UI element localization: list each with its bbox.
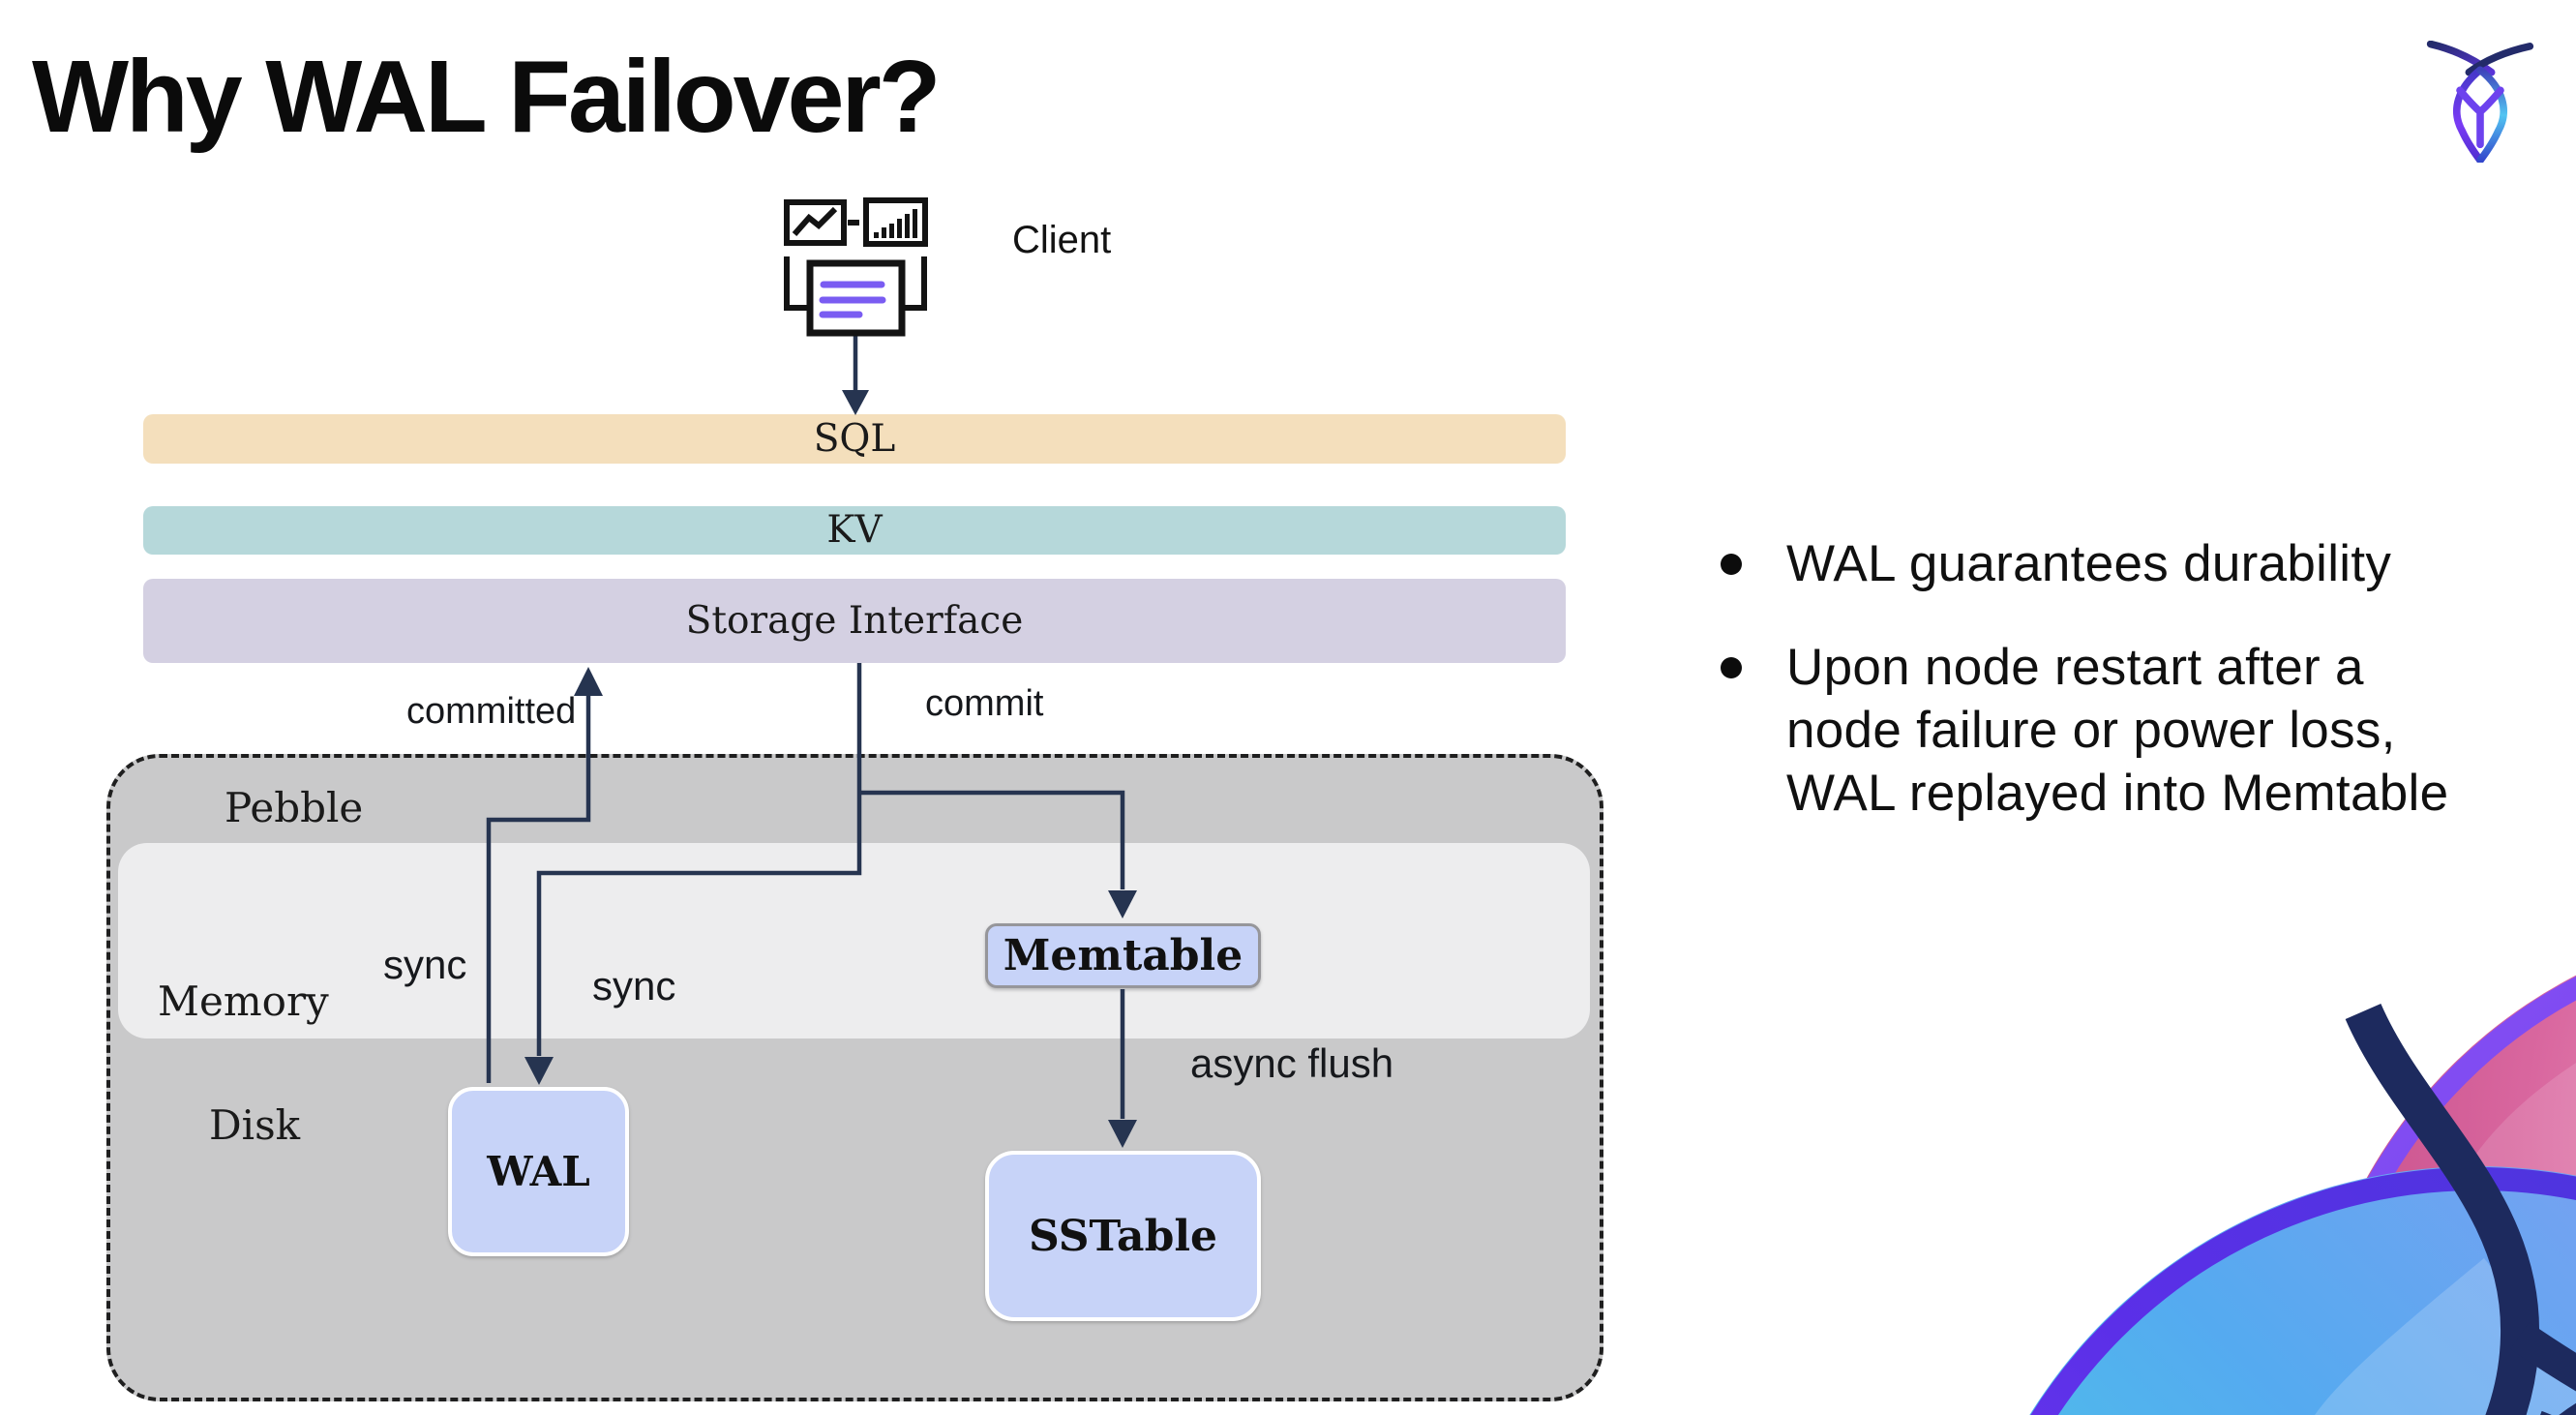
bullet-text: Upon node restart after a node failure o… <box>1786 639 2449 822</box>
bullet-text: WAL guarantees durability <box>1786 535 2392 592</box>
list-item: Upon node restart after a node failure o… <box>1721 636 2543 825</box>
roach-silhouette <box>2345 1003 2576 1415</box>
wal-node: WAL <box>448 1087 629 1256</box>
edge-label-committed: committed <box>406 691 577 732</box>
document-text-lines <box>819 281 886 318</box>
page-title: Why WAL Failover? <box>32 40 941 154</box>
bullet-list: WAL guarantees durability Upon node rest… <box>1721 532 2543 865</box>
edge-label-commit: commit <box>925 683 1044 724</box>
line-chart-icon <box>784 199 847 246</box>
bracket-left-icon <box>784 256 815 311</box>
disk-label: Disk <box>209 1101 301 1149</box>
cockroachdb-logo <box>2426 41 2534 163</box>
logo-antenna-left <box>2426 41 2496 76</box>
client-label: Client <box>1012 219 1112 261</box>
memory-band <box>118 843 1590 1039</box>
document-icon <box>806 259 906 337</box>
logo-vein <box>2456 86 2504 149</box>
logo-antenna-right <box>2465 43 2534 76</box>
bullet-dot-icon <box>1721 657 1742 678</box>
logo-body-right <box>2476 66 2507 163</box>
list-item: WAL guarantees durability <box>1721 532 2543 595</box>
bar-chart-icon <box>863 197 928 247</box>
pebble-label: Pebble <box>225 784 364 831</box>
arrowhead-up-storage <box>574 667 603 696</box>
edge-label-sync-left: sync <box>383 942 467 987</box>
memory-label: Memory <box>158 978 329 1025</box>
decorative-brand-art <box>2029 975 2576 1415</box>
memtable-node: Memtable <box>985 923 1261 988</box>
bullet-dot-icon <box>1721 554 1742 575</box>
edge-label-sync-right: sync <box>592 963 676 1009</box>
logo-body-left <box>2453 66 2484 163</box>
bracket-right-icon <box>896 256 927 311</box>
sstable-node: SSTable <box>985 1151 1261 1321</box>
kv-layer-bar: KV <box>143 506 1566 555</box>
arrowhead-down-sql <box>842 390 869 415</box>
storage-interface-layer-bar: Storage Interface <box>143 579 1566 663</box>
blue-sphere <box>2029 1166 2576 1415</box>
client-terminal-icon <box>784 197 928 337</box>
edge-label-async-flush: async flush <box>1190 1040 1394 1086</box>
sql-layer-bar: SQL <box>143 414 1566 464</box>
